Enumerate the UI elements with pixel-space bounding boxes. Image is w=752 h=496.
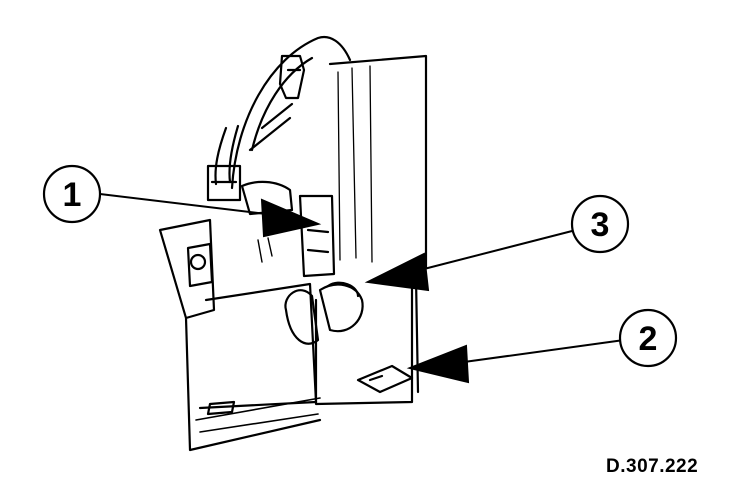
leader-line-2 [463,339,625,363]
upper-bracket [278,54,306,100]
leader-line-3 [419,229,577,271]
hose [214,124,240,186]
latch-assembly [298,194,336,278]
body-arch-outline [230,35,352,190]
arrowhead-2 [406,344,470,384]
arrowhead-3 [364,252,430,292]
callout-3-label: 3 [591,206,610,244]
figure-reference-code: D.307.222 [606,456,699,477]
hose-clamp [206,164,242,202]
callout-3: 3 [570,194,630,254]
arrowhead-1 [260,198,322,238]
leader-line-1 [99,193,267,215]
callout-2: 2 [618,308,678,368]
sill-structure [158,218,322,452]
lower-component [284,289,320,345]
clip-2 [356,364,414,394]
callout-1-label: 1 [63,176,82,214]
callout-1: 1 [42,164,102,224]
callout-2-label: 2 [639,320,658,358]
